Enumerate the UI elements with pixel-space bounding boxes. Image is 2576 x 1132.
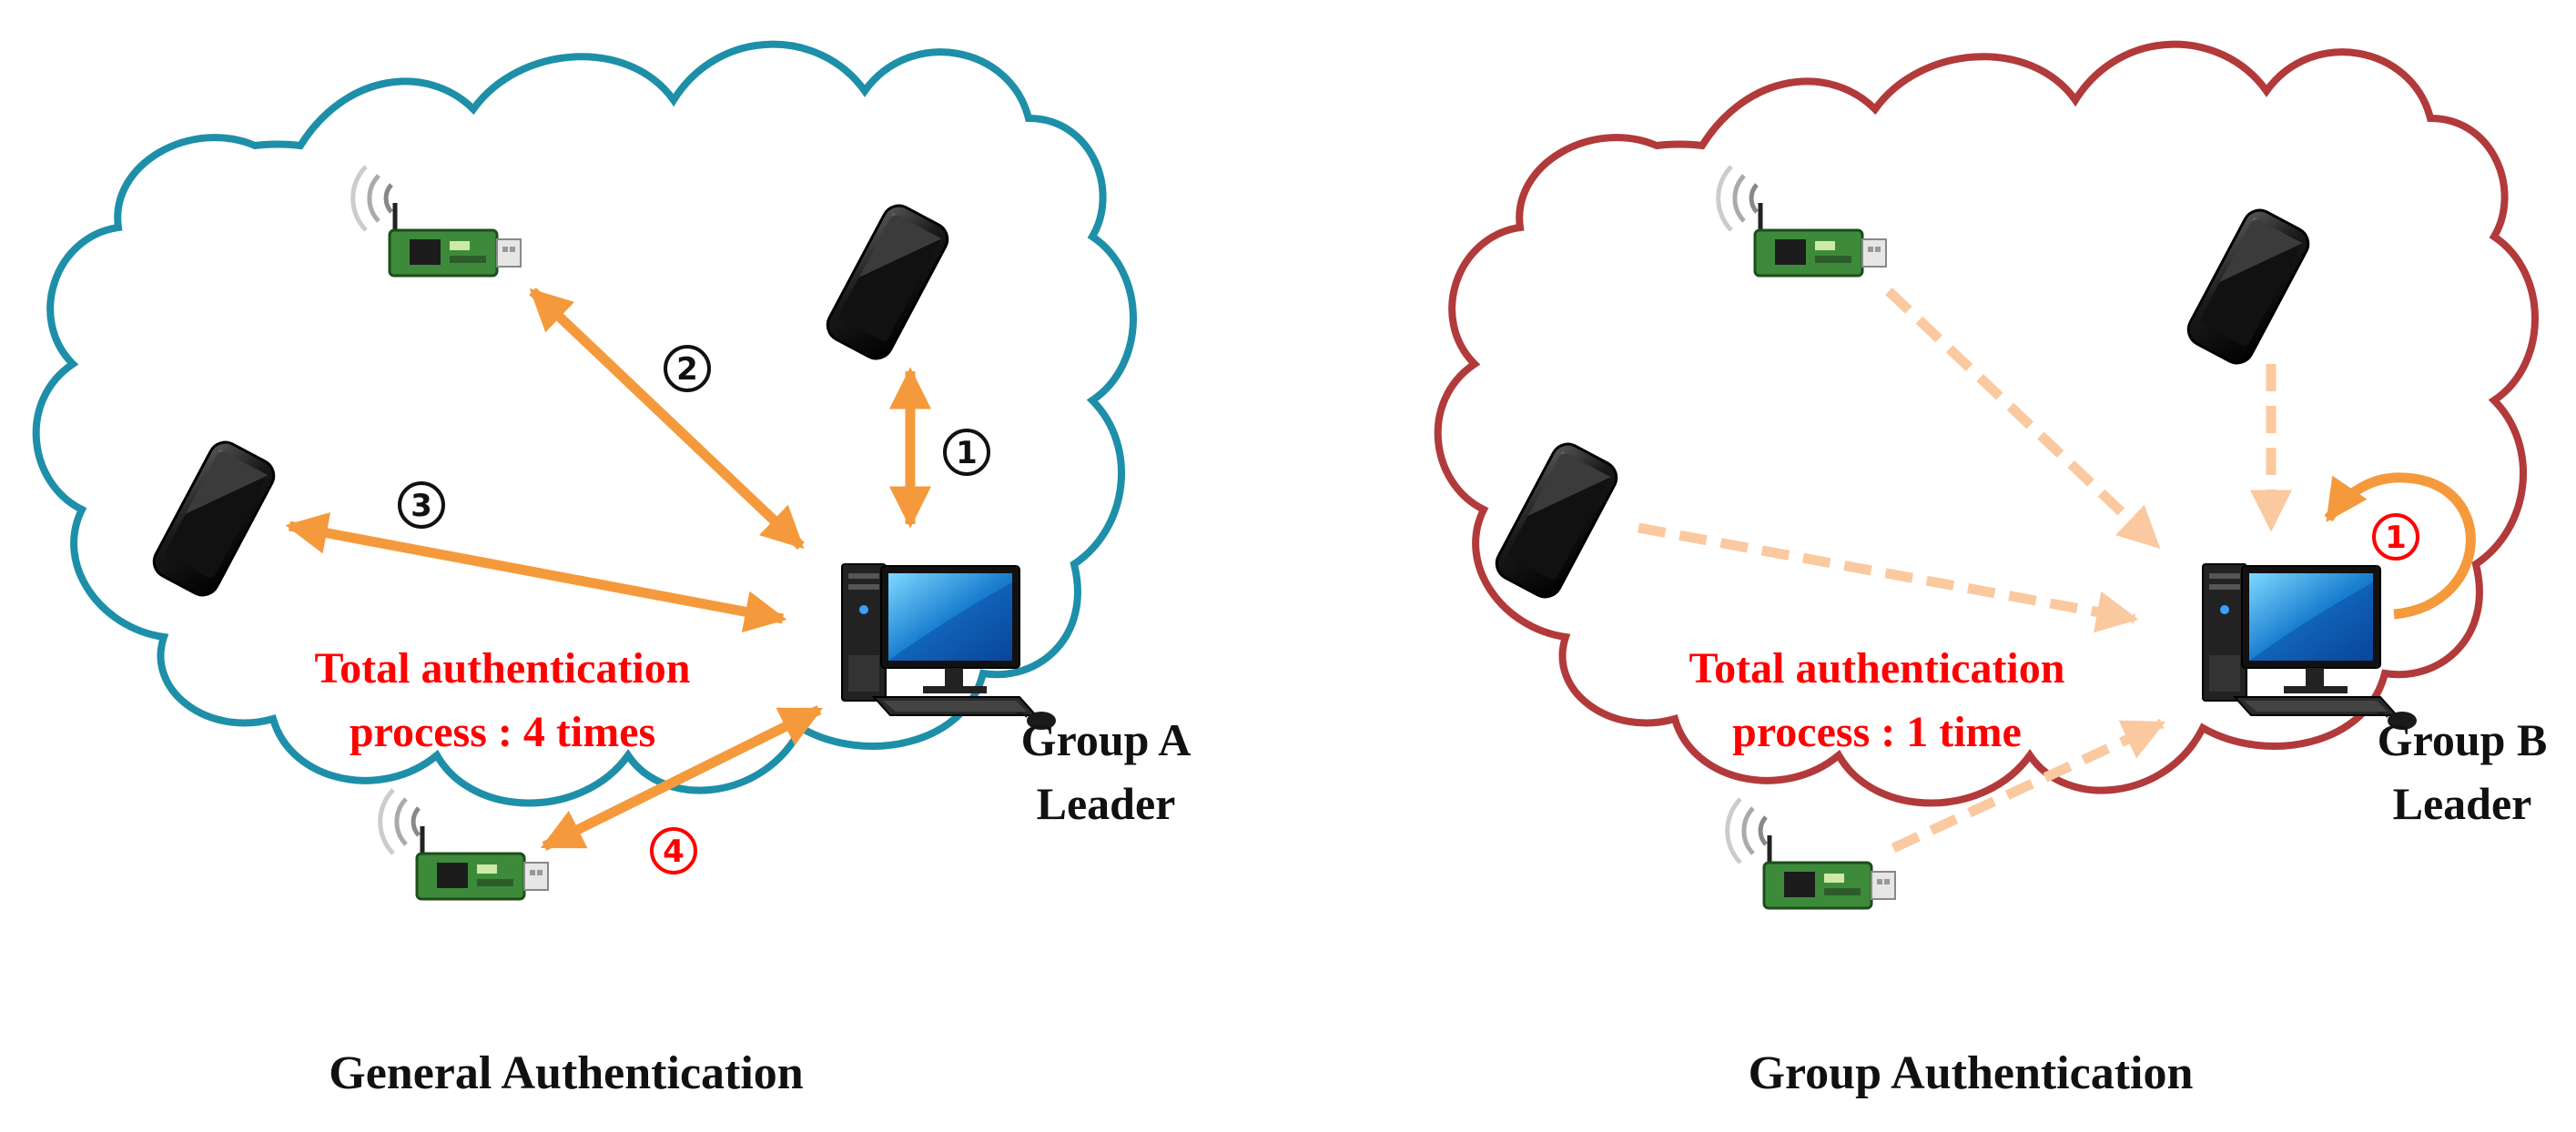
step-badge-4: 4 xyxy=(650,827,697,874)
total-process-line2: process : 4 times xyxy=(350,708,655,756)
svg-text:1: 1 xyxy=(956,435,978,471)
right-panel: 1 Total authentication process : 1 time … xyxy=(1434,40,2548,1099)
panel-caption: Group Authentication xyxy=(1749,1047,2194,1099)
total-process-line1: Total authentication xyxy=(315,644,691,692)
svg-text:1: 1 xyxy=(2385,520,2407,556)
dashed-arrow xyxy=(1891,719,2166,853)
total-process-line1: Total authentication xyxy=(1689,644,2065,692)
step-badge-2: 2 xyxy=(664,345,711,392)
left-panel: 2 1 3 4 Total authentication process : 4… xyxy=(32,40,1192,1099)
self-authentication-arrow xyxy=(2324,472,2476,620)
group-leader-role: Leader xyxy=(1037,778,1176,829)
svg-text:3: 3 xyxy=(411,488,432,524)
panel-caption: General Authentication xyxy=(329,1047,804,1099)
group-leader-name: Group B xyxy=(2378,714,2548,765)
dashed-arrow xyxy=(1638,522,2139,633)
arrow-step-3 xyxy=(285,511,787,633)
total-process-line2: process : 1 time xyxy=(1732,708,2022,756)
step-badge-1: 1 xyxy=(2372,513,2419,561)
step-badge-3: 3 xyxy=(398,481,445,529)
svg-text:2: 2 xyxy=(676,351,698,388)
step-badge-1: 1 xyxy=(943,429,990,476)
svg-text:4: 4 xyxy=(663,834,685,870)
group-leader-name: Group A xyxy=(1021,714,1192,765)
iot-sensor-board-icon xyxy=(1728,799,1895,908)
arrow-step-2 xyxy=(529,288,805,550)
group-leader-role: Leader xyxy=(2393,778,2532,829)
arrow-step-4 xyxy=(540,705,824,851)
dashed-arrow xyxy=(1885,288,2161,550)
